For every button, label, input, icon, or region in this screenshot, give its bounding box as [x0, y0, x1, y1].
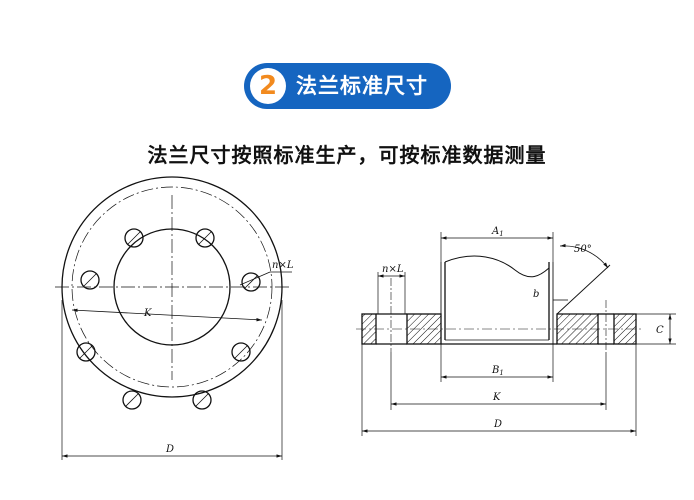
side-d-label: D — [493, 419, 502, 430]
angle-label: 50° — [574, 244, 592, 255]
section-header: 2 法兰标准尺寸 — [244, 63, 451, 109]
front-k-label: K — [143, 308, 152, 319]
side-bolt-label: n×L — [382, 264, 404, 275]
bolt-circle — [71, 186, 273, 388]
b1-label: B1 — [491, 365, 504, 377]
front-d-label: D — [165, 444, 174, 455]
a1-label: A1 — [491, 226, 504, 238]
bore-circle — [113, 228, 231, 346]
front-bolt-label: n×L — [272, 260, 294, 271]
k-dimension-line — [71, 308, 263, 322]
side-view — [356, 232, 676, 436]
bolt-hole — [195, 228, 215, 248]
bolt-leader-line — [239, 271, 271, 286]
bolt-holes — [76, 228, 261, 410]
bolt-hole — [192, 390, 212, 410]
front-view — [55, 176, 292, 460]
bolt-hole — [124, 228, 144, 248]
section-title: 法兰标准尺寸 — [296, 74, 428, 98]
b-label: b — [533, 289, 539, 300]
outer-circle — [61, 176, 283, 398]
bolt-hole — [122, 390, 142, 410]
angle-arc — [559, 243, 609, 269]
bolt-hole — [76, 342, 96, 362]
bolt-hole — [241, 272, 261, 292]
side-k-label: K — [492, 392, 501, 403]
subtitle: 法兰尺寸按照标准生产，可按标准数据测量 — [147, 143, 547, 167]
c-label: C — [656, 325, 664, 336]
bevel-line — [556, 264, 611, 315]
bolt-hole — [231, 342, 251, 362]
pipe-break-curve — [444, 255, 550, 278]
bolt-hole — [80, 270, 100, 290]
section-number-badge: 2 — [250, 68, 286, 104]
